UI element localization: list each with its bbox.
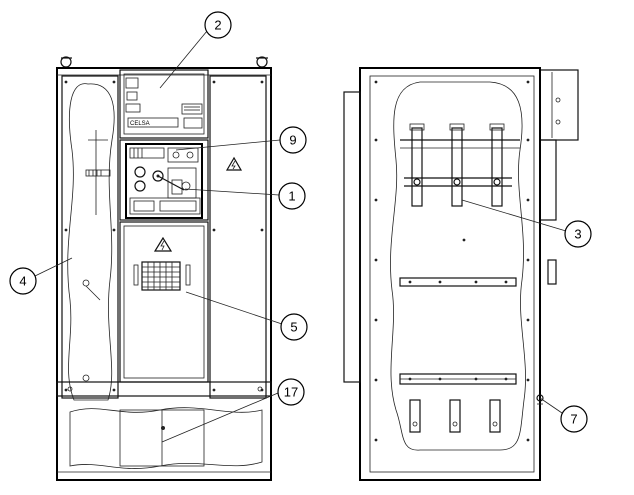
control-knob-upper <box>134 166 146 178</box>
middle-busbar <box>399 277 517 287</box>
hazard-warning-icon <box>153 236 173 252</box>
callout-7: 7 <box>560 405 588 433</box>
callout-2-label: 2 <box>214 18 221 33</box>
earthing-terminal <box>536 394 544 405</box>
upper-disconnector-assembly <box>400 123 520 207</box>
hazard-warning-icon <box>225 156 243 171</box>
callout-5-label: 5 <box>290 320 297 335</box>
base-rail <box>56 381 272 397</box>
front-door-edge <box>343 91 361 383</box>
callout-4-label: 4 <box>19 274 26 289</box>
breaker-compartment <box>119 139 209 221</box>
callout-9: 9 <box>279 126 307 154</box>
lower-busbar-assembly <box>399 373 517 433</box>
relay-devices: CELSA <box>125 77 203 129</box>
callout-3: 3 <box>564 220 592 248</box>
right-side-panel <box>209 75 267 399</box>
internal-components-left <box>82 130 111 382</box>
callout-9-label: 9 <box>289 133 296 148</box>
leader-lines <box>34 30 567 443</box>
door-handle-right <box>185 264 191 286</box>
cutaway-outline <box>67 83 115 401</box>
door-handle-left <box>133 264 139 286</box>
control-knob-lower <box>134 180 146 192</box>
front-view-cabinet: CELSA <box>56 56 272 481</box>
callout-4: 4 <box>9 267 37 295</box>
callout-1-label: 1 <box>288 189 295 204</box>
callout-7-label: 7 <box>570 412 577 427</box>
relay-brand-label: CELSA <box>130 121 150 127</box>
side-cutaway-outline <box>390 81 526 451</box>
callout-17-label: 17 <box>284 385 298 400</box>
callout-3-label: 3 <box>574 227 581 242</box>
ventilation-grille <box>141 261 181 291</box>
relay-compartment <box>119 69 209 139</box>
lifting-eye-left <box>60 56 72 68</box>
side-view-cabinet <box>343 67 579 481</box>
callout-2: 2 <box>204 11 232 39</box>
callout-17: 17 <box>277 378 305 406</box>
callout-1: 1 <box>278 182 306 210</box>
callout-5: 5 <box>280 313 308 341</box>
cabinet-frame <box>56 67 272 481</box>
cable-compartment-cutaway <box>69 407 263 469</box>
lifting-eye-right <box>256 56 268 68</box>
breaker-details <box>129 147 201 215</box>
top-relay-box <box>539 69 579 141</box>
left-side-panel <box>61 75 119 399</box>
frame-bolts <box>64 80 264 392</box>
breaker-front-panel <box>125 143 203 219</box>
operating-lever <box>157 175 185 191</box>
side-frame-bolts <box>374 80 530 442</box>
